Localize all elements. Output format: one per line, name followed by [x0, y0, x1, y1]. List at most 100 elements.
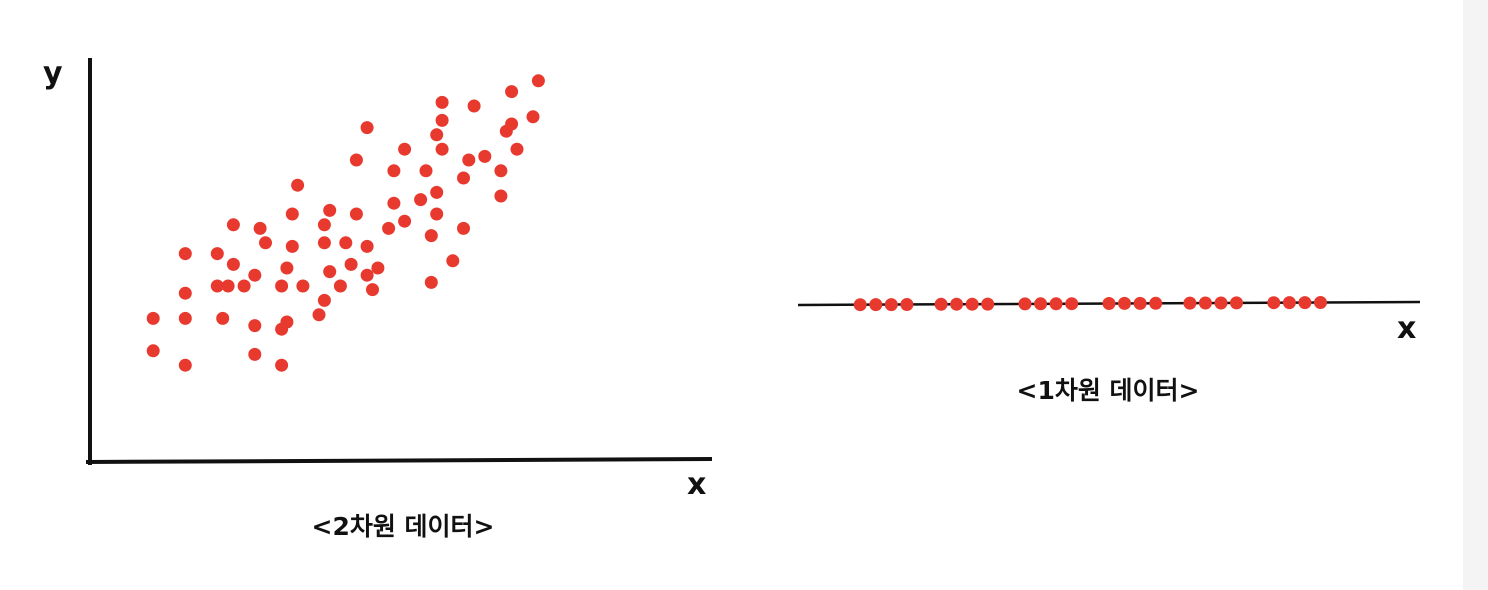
one-d-point	[1133, 296, 1147, 310]
two-d-point	[275, 358, 289, 372]
two-d-point	[226, 218, 240, 232]
two-d-point	[467, 99, 481, 113]
two-d-point	[430, 128, 444, 142]
two-d-point	[414, 193, 428, 207]
two-d-x-axis-label: x	[687, 467, 706, 502]
two-d-point	[226, 257, 240, 271]
one-d-point	[950, 297, 964, 311]
one-d-point	[1018, 297, 1032, 311]
one-d-point	[981, 297, 995, 311]
two-d-point	[248, 319, 262, 333]
two-d-point	[317, 236, 331, 250]
two-d-point	[430, 185, 444, 199]
two-d-point	[333, 279, 347, 293]
two-d-point	[317, 293, 331, 307]
two-d-point	[382, 221, 396, 235]
two-d-point	[296, 279, 310, 293]
two-d-point	[253, 221, 267, 235]
two-d-point	[178, 286, 192, 300]
one-d-point	[1298, 296, 1312, 310]
two-d-point	[285, 207, 299, 221]
two-d-point	[280, 315, 294, 329]
one-d-point	[1034, 297, 1048, 311]
one-d-points	[853, 296, 1327, 312]
one-d-point	[869, 298, 883, 312]
two-d-point	[146, 344, 160, 358]
two-d-point	[248, 268, 262, 282]
two-d-point	[457, 221, 470, 235]
two-d-point	[237, 279, 251, 293]
right-scrollbar-gutter	[1463, 0, 1488, 590]
two-d-point	[360, 239, 374, 253]
one-d-caption: <1차원 데이터>	[1017, 376, 1200, 405]
two-d-point	[360, 268, 374, 282]
two-d-point	[248, 347, 262, 361]
two-d-point	[178, 358, 192, 372]
two-d-point	[494, 164, 508, 178]
two-d-point	[349, 207, 363, 221]
two-d-point	[349, 153, 363, 167]
one-d-panel: x <1차원 데이터>	[797, 296, 1421, 405]
two-d-point	[505, 117, 519, 131]
two-d-point	[435, 142, 449, 156]
two-d-point	[424, 229, 438, 243]
two-d-point	[146, 311, 160, 325]
two-d-point	[275, 279, 289, 293]
one-d-x-axis-label: x	[1397, 311, 1416, 346]
one-d-point	[1282, 296, 1296, 310]
two-d-point	[462, 153, 476, 167]
one-d-point	[1049, 297, 1063, 311]
one-d-point	[1314, 296, 1327, 309]
two-d-point	[210, 279, 224, 293]
one-d-point	[1102, 297, 1116, 310]
one-d-point	[1214, 296, 1228, 310]
two-d-x-axis	[85, 456, 713, 465]
two-d-point	[505, 85, 519, 99]
one-d-point	[1230, 296, 1243, 310]
two-d-point	[526, 110, 540, 124]
two-d-point	[424, 275, 438, 289]
one-d-point	[884, 298, 898, 312]
two-d-point	[531, 74, 545, 88]
two-d-point	[398, 142, 412, 156]
two-d-point	[430, 207, 444, 221]
two-d-point	[323, 203, 337, 217]
two-d-point	[494, 189, 508, 203]
two-d-point	[216, 311, 230, 325]
two-d-point	[221, 279, 235, 293]
two-d-point	[419, 164, 433, 178]
two-d-point	[366, 283, 379, 297]
two-d-point	[371, 261, 385, 275]
two-d-point	[178, 247, 192, 261]
one-d-point	[900, 298, 914, 311]
two-d-point	[280, 261, 294, 275]
two-d-point	[178, 311, 192, 325]
one-d-point	[1267, 296, 1281, 310]
two-d-point	[387, 196, 401, 210]
two-d-point	[435, 113, 449, 127]
one-d-point	[1065, 297, 1079, 311]
two-d-caption: <2차원 데이터>	[312, 512, 495, 541]
one-d-point	[1183, 296, 1197, 310]
two-d-point	[344, 257, 358, 271]
two-d-y-axis-label: y	[43, 56, 63, 91]
two-d-point	[210, 247, 224, 261]
two-d-panel: y x <2차원 데이터>	[43, 56, 713, 541]
two-d-point	[478, 149, 492, 163]
two-d-point	[259, 236, 272, 250]
two-d-point	[312, 308, 326, 322]
two-d-point	[510, 142, 524, 156]
two-d-point	[457, 171, 470, 185]
two-d-point	[291, 178, 305, 192]
one-d-point	[965, 297, 979, 311]
one-d-point	[1198, 296, 1212, 310]
two-d-point	[435, 95, 449, 109]
two-d-point	[285, 239, 299, 253]
one-d-point	[1118, 296, 1131, 310]
two-d-points	[146, 74, 545, 372]
two-d-point	[317, 218, 331, 232]
one-d-point	[853, 298, 867, 312]
two-d-point	[446, 254, 460, 268]
